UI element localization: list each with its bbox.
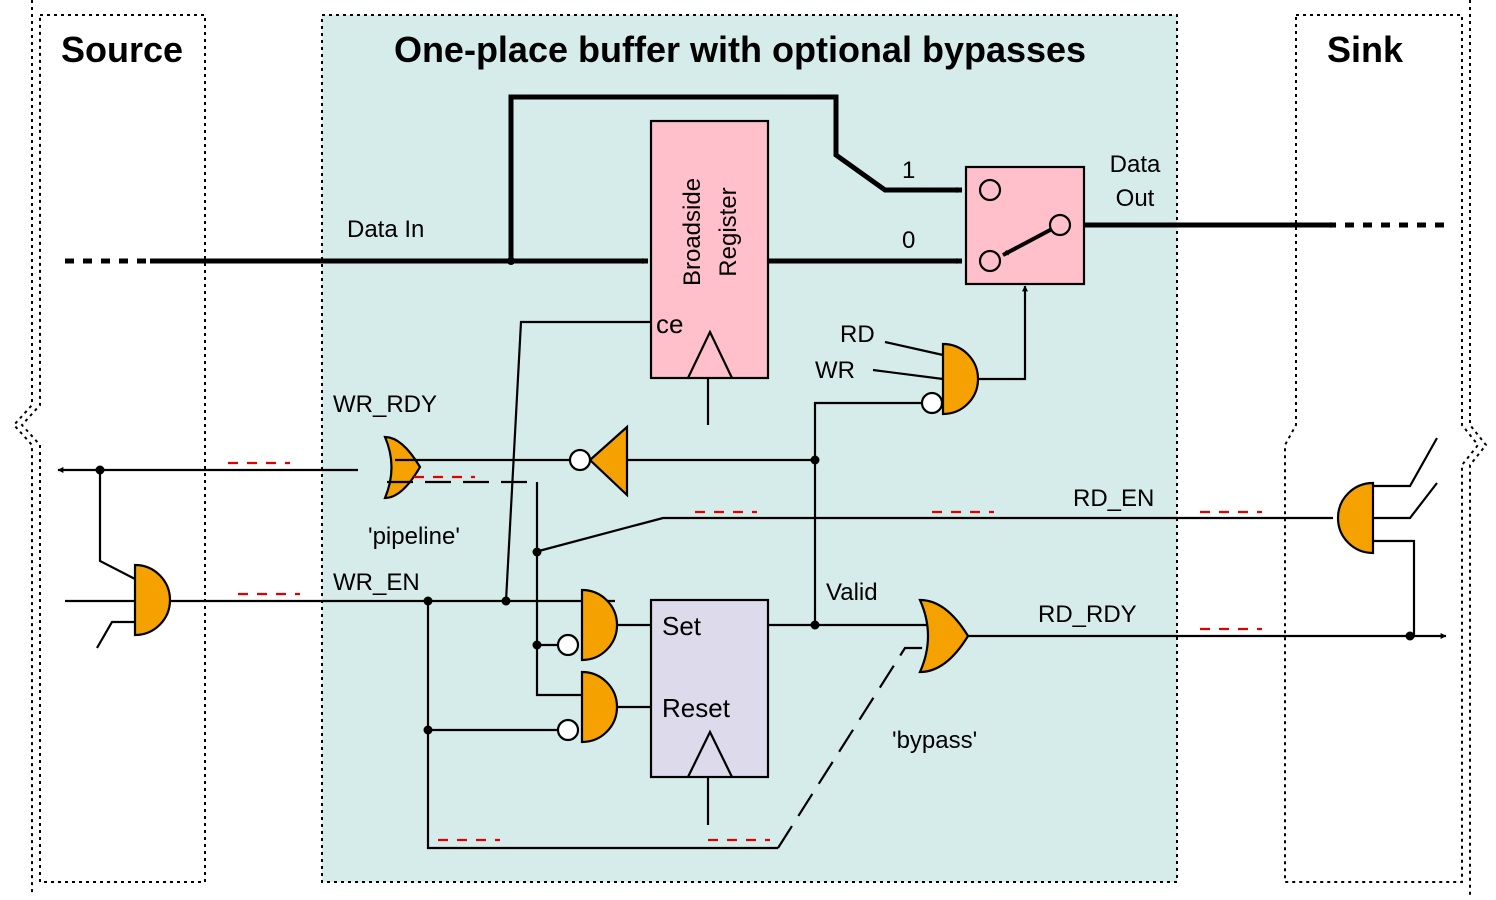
wr-rdy-label: WR_RDY xyxy=(333,391,437,418)
inverter-bubble xyxy=(568,448,592,472)
wr-en-label: WR_EN xyxy=(333,569,420,596)
source-and-input-c xyxy=(96,620,135,649)
buffer-title: One-place buffer with optional bypasses xyxy=(394,29,1086,70)
data-out-label-line2: Out xyxy=(1116,185,1155,212)
source-title: Source xyxy=(61,29,183,70)
ce-wire xyxy=(504,320,651,602)
mux-switch xyxy=(1002,227,1053,257)
sink-title: Sink xyxy=(1327,29,1404,70)
data-in-label: Data In xyxy=(347,216,424,243)
wr-wire xyxy=(872,368,944,381)
rd-rdy-label: RD_RDY xyxy=(1038,601,1137,628)
rd-en-label: RD_EN xyxy=(1073,485,1154,512)
sink-and-input-a xyxy=(1373,437,1438,488)
broadside-register xyxy=(649,119,770,380)
sink-and-gate xyxy=(1336,481,1375,555)
mux-select-inverter-bubble xyxy=(920,391,944,415)
wr-rdy-feedback-wire xyxy=(98,470,136,580)
mux-output-port xyxy=(1048,213,1072,237)
mux-input-0-port xyxy=(978,249,1002,273)
rd-rdy-junction xyxy=(1405,631,1415,641)
reset-and-gate xyxy=(580,670,619,744)
valid-label: Valid xyxy=(826,579,878,606)
set-and-inverter-bubble xyxy=(556,633,580,657)
mux-input-1-port xyxy=(978,178,1002,202)
bottom-loop-wire xyxy=(426,730,778,850)
mux-input-1-label: 1 xyxy=(902,157,915,184)
source-and-gate xyxy=(133,563,172,637)
rd-label: RD xyxy=(840,321,875,348)
sink-boundary xyxy=(1284,14,1480,883)
register-clock-triangle xyxy=(687,329,733,379)
pipeline-label: 'pipeline' xyxy=(368,523,460,550)
mux-select-wire xyxy=(978,285,1028,381)
sink-and-input-b xyxy=(1373,482,1438,520)
wr-label: WR xyxy=(815,357,855,384)
set-and-gate xyxy=(580,588,619,662)
bypass-data-bus xyxy=(508,94,963,261)
data-junction xyxy=(507,257,515,265)
flipflop-reset-label: Reset xyxy=(662,693,731,723)
mux-input-0-label: 0 xyxy=(902,227,915,254)
rd-en-junction-a xyxy=(532,547,542,557)
register-ce-label: ce xyxy=(656,309,683,339)
bypass-or-gate xyxy=(918,598,970,674)
register-label-line2: Register xyxy=(715,187,742,276)
register-label-line1: Broadside xyxy=(679,178,706,286)
reset-and-inverter-bubble xyxy=(556,718,580,742)
rd-en-wire xyxy=(534,516,1333,554)
data-multiplexer xyxy=(964,165,1086,286)
valid-flipflop xyxy=(649,598,770,779)
rd-wire xyxy=(884,340,944,357)
sink-boundary-outer xyxy=(1469,0,1488,895)
data-out-label-line1: Data xyxy=(1110,151,1161,178)
flipflop-clock-triangle xyxy=(687,729,733,778)
source-boundary-outer xyxy=(12,0,33,895)
valid-junction-lower xyxy=(810,620,820,630)
sink-and-feedback xyxy=(1373,539,1416,636)
source-boundary xyxy=(20,14,206,883)
valid-junction-upper xyxy=(810,455,820,465)
flipflop-set-label: Set xyxy=(662,611,702,641)
mux-select-and-gate xyxy=(941,342,980,416)
bypass-dashed-wire xyxy=(777,646,928,849)
bypass-label: 'bypass' xyxy=(892,727,977,754)
valid-to-select-wire xyxy=(813,401,922,625)
